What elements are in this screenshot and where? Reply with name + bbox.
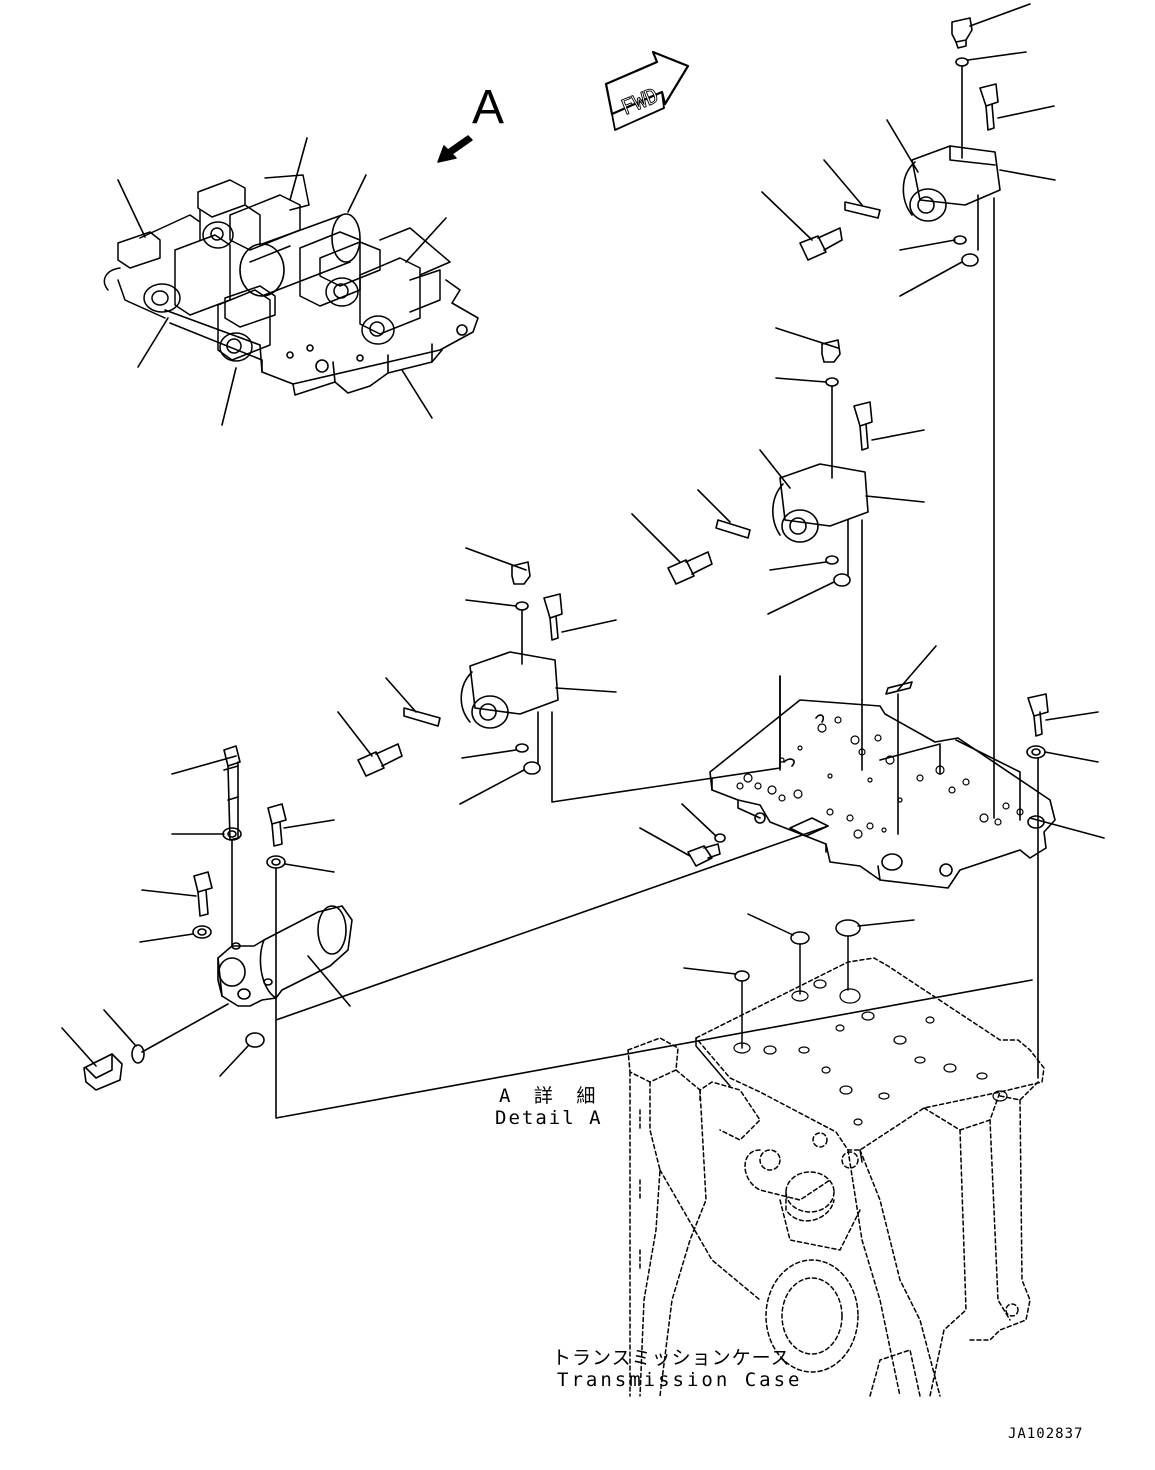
detail-a-label-en: Detail A	[495, 1107, 603, 1129]
solenoid-group-middle	[632, 328, 924, 700]
transmission-case	[628, 914, 1044, 1396]
transmission-case-label-jp: トランスミッションケース	[552, 1347, 791, 1369]
drawing-number: JA102837	[1008, 1426, 1084, 1442]
fwd-label: FWD	[618, 83, 662, 119]
solenoid-group-lower	[338, 548, 780, 804]
view-a-label: A	[472, 81, 505, 134]
valve-body-plate	[276, 646, 1104, 1118]
accumulator-assembly	[62, 746, 352, 1090]
transmission-case-label-en: Transmission Case	[557, 1369, 803, 1391]
view-direction-arrow-icon	[438, 136, 472, 162]
solenoid-assembly-overview	[104, 138, 478, 425]
solenoid-group-top	[762, 4, 1055, 818]
fwd-arrow-icon: FWD	[606, 52, 688, 130]
detail-a-label-jp: A 詳 細	[499, 1085, 602, 1107]
